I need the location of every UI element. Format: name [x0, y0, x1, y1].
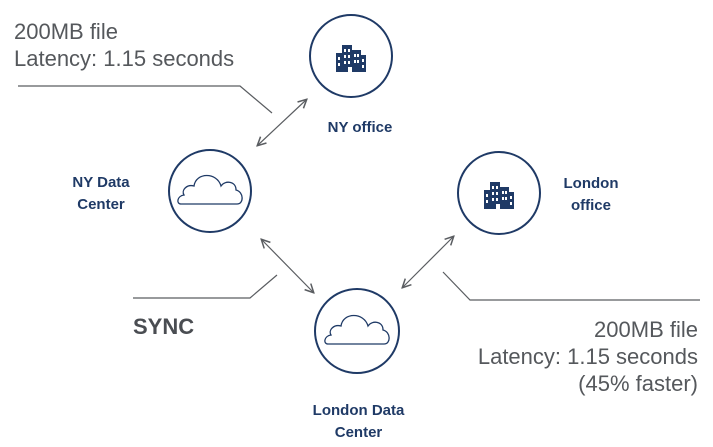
ny-office-label: NY office [327, 119, 393, 136]
cloud-icon [324, 314, 390, 345]
london-data-center-label-line2: Center [334, 424, 383, 441]
sync-label: SYNC [133, 314, 195, 339]
london-data-center-label-line1: London Data [312, 402, 405, 419]
london-office-label: London office [551, 173, 631, 217]
ny-data-center-label-line2: Center [77, 196, 125, 213]
building-icon [336, 45, 366, 72]
building-icon [484, 182, 514, 209]
london-data-center-label: London Data Center [291, 400, 426, 444]
callout-bottom-line2: Latency: 1.15 seconds [477, 344, 698, 369]
node-london-office [457, 151, 541, 235]
arrow-london-dc-to-london-office [403, 237, 453, 287]
callout-leader-bottom [442, 271, 700, 301]
arrow-ny-dc-to-ny-office [258, 100, 306, 145]
london-office-label-line1: London [563, 175, 619, 192]
node-ny-office [309, 14, 393, 98]
node-london-data-center [314, 288, 400, 374]
callout-top: 200MB file Latency: 1.15 seconds [14, 18, 234, 72]
ny-data-center-label-line1: NY Data [72, 174, 130, 191]
cloud-icon [177, 174, 243, 205]
callout-top-line2: Latency: 1.15 seconds [14, 46, 235, 71]
callout-leader-top [18, 85, 273, 114]
london-office-label-line2: office [570, 197, 611, 214]
callout-top-line1: 200MB file [14, 19, 118, 44]
callout-leader-sync [133, 274, 278, 299]
node-ny-data-center [168, 149, 252, 233]
ny-data-center-label: NY Data Center [56, 172, 146, 216]
callout-bottom: 200MB file Latency: 1.15 seconds (45% fa… [478, 316, 698, 397]
callout-bottom-line1: 200MB file [594, 317, 698, 342]
arrow-ny-dc-to-london-dc [262, 240, 313, 292]
callout-bottom-line3: (45% faster) [578, 371, 698, 396]
